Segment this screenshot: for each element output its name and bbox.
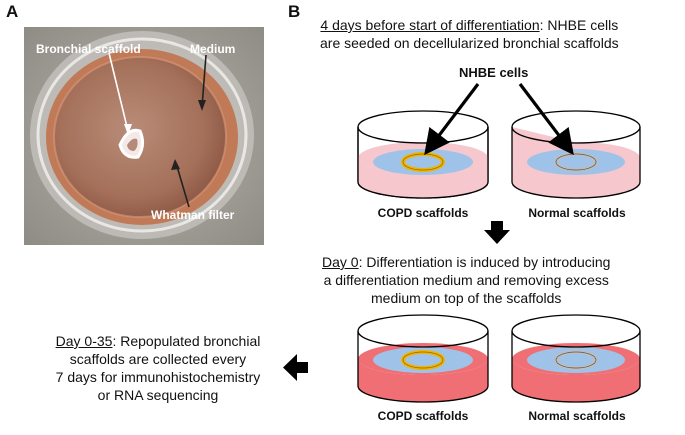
step2-line3: medium on top of the scaffolds [371,290,562,306]
dish-normal-top [511,110,641,199]
dish-normal-bottom [511,314,641,403]
bronchial-scaffold-label: Bronchial scaffold [36,42,141,56]
step2-line2: a differentiation medium and removing ex… [323,272,609,288]
step2-lead: Day 0 [322,254,359,270]
petri-dish-photo-illustration [24,27,264,245]
step3-line4: or RNA sequencing [97,387,219,403]
panel-a-letter: A [6,2,19,21]
nhbe-arrow-left [424,83,480,156]
normal-scaffolds-label-bottom: Normal scaffolds [528,409,626,423]
step1-text: 4 days before start of differentiation: … [320,16,619,52]
step1-line2: are seeded on decellularized bronchial s… [320,35,619,51]
step3-line3: 7 days for immunohistochemistry [55,369,261,385]
nhbe-arrow-right [518,83,574,156]
step3-lead: Day 0-35 [55,333,113,349]
step3-rest: : Repopulated bronchial [112,333,261,349]
step3-text: Day 0-35: Repopulated bronchial scaffold… [33,332,283,404]
down-arrow [484,221,510,244]
petri-dish-photo [24,27,264,245]
medium-label: Medium [190,42,236,56]
step3-line2: scaffolds are collected every [69,351,247,367]
panel-b-letter: B [288,2,301,21]
dish-copd-top [357,110,489,199]
step1-rest: : NHBE cells [539,17,619,33]
dish-copd-bottom [357,314,489,403]
step2-text: Day 0: Differentiation is induced by int… [322,253,610,307]
copd-scaffolds-label-top: COPD scaffolds [377,206,469,220]
copd-scaffolds-label-bottom: COPD scaffolds [377,409,469,423]
whatman-filter-label: Whatman filter [151,208,235,222]
left-arrow [283,354,308,381]
normal-scaffolds-label-top: Normal scaffolds [528,206,626,220]
step2-rest: : Differentiation is induced by introduc… [358,254,611,270]
step1-lead: 4 days before start of differentiation [320,17,540,33]
nhbe-cells-label: NHBE cells [459,65,529,80]
